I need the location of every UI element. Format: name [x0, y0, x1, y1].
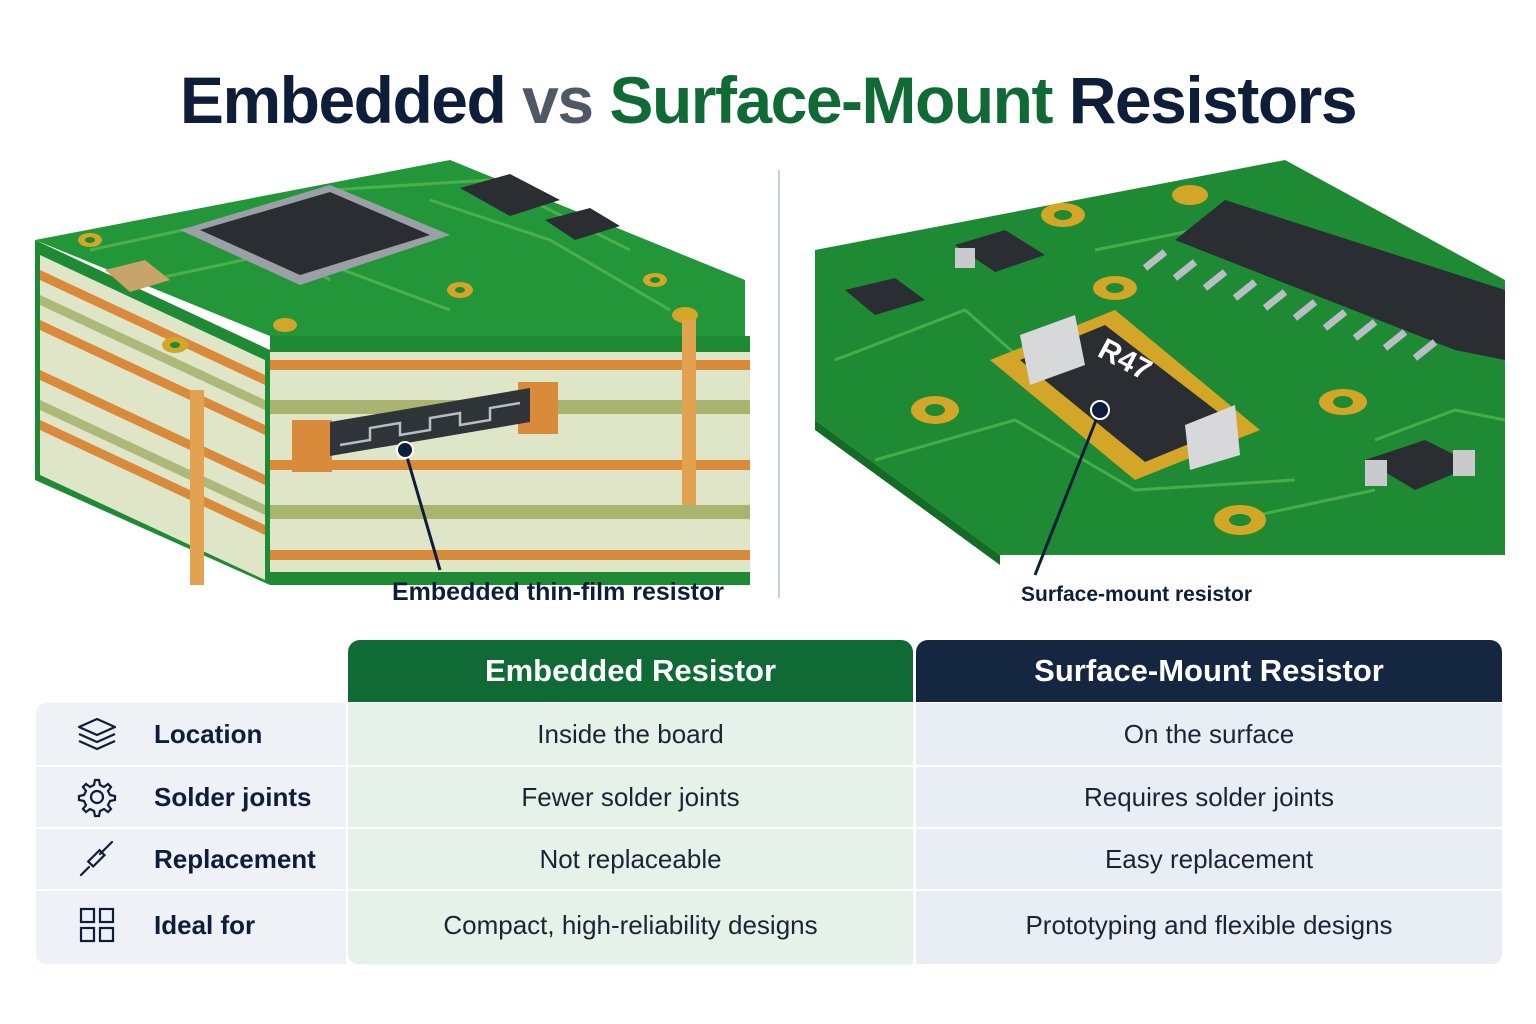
via-pads [911, 185, 1367, 535]
cell-smt-location: On the surface [1123, 719, 1295, 749]
smd-components [105, 174, 620, 292]
right-leader-line [1033, 409, 1102, 576]
embedded-column [348, 703, 913, 964]
smd-components [845, 230, 1475, 490]
soldering-iron-icon [79, 840, 114, 877]
header-embedded-resistor: Embedded Resistor [348, 640, 913, 702]
title-resistors: Resistors [1068, 63, 1358, 137]
cell-smt-solder-joints: Requires solder joints [1083, 782, 1334, 812]
cell-embedded-location: Inside the board [537, 719, 724, 749]
illustration-divider [778, 170, 780, 598]
label-column [36, 703, 346, 964]
gear-icon [77, 778, 117, 818]
surface-mount-pcb-illustration: R47 [815, 160, 1505, 576]
qfp-chip [180, 185, 450, 285]
page-title: Embedded vs Surface-Mount Resistors [0, 62, 1536, 138]
grid-icon [79, 907, 115, 943]
row-label-ideal-for: Ideal for [154, 910, 256, 940]
comparison-table: Embedded Resistor Surface-Mount Resistor… [36, 640, 1502, 964]
row-label-replacement: Replacement [154, 844, 316, 874]
cell-embedded-solder-joints: Fewer solder joints [521, 782, 740, 812]
title-embedded: Embedded [179, 63, 507, 137]
soic-chip [1142, 200, 1505, 361]
layers-icon [77, 717, 117, 751]
left-leader-line [403, 449, 442, 571]
cell-smt-replacement: Easy replacement [1104, 844, 1314, 874]
row-label-solder-joints: Solder joints [154, 782, 312, 812]
cell-embedded-ideal-for: Compact, high-reliability designs [443, 910, 818, 940]
row-label-location: Location [154, 719, 263, 749]
through-via-right [682, 320, 696, 505]
table-row: Solder joints Fewer solder joints Requir… [36, 766, 1502, 828]
embedded-pcb-illustration [35, 160, 750, 585]
embedded-resistor-caption: Embedded thin-film resistor [392, 578, 724, 606]
embedded-thin-film-resistor [292, 382, 558, 472]
pcb-layer-stack [35, 240, 750, 585]
surface-mount-resistor-caption: Surface-mount resistor [1021, 583, 1253, 606]
title-surface-mount: Surface-Mount [609, 63, 1053, 137]
title-vs: vs [522, 63, 594, 137]
surface-mount-column [916, 703, 1502, 964]
cell-embedded-replacement: Not replaceable [539, 844, 722, 874]
surface-mount-resistor: R47 [990, 310, 1260, 480]
table-row: Replacement Not replaceable Easy replace… [36, 828, 1502, 890]
table-row: Ideal for Compact, high-reliability desi… [36, 890, 1502, 952]
through-via-left [190, 390, 204, 585]
table-row: Location Inside the board On the surface [36, 703, 1502, 765]
header-surface-mount-resistor: Surface-Mount Resistor [916, 640, 1502, 702]
cell-smt-ideal-for: Prototyping and flexible designs [1025, 910, 1393, 940]
